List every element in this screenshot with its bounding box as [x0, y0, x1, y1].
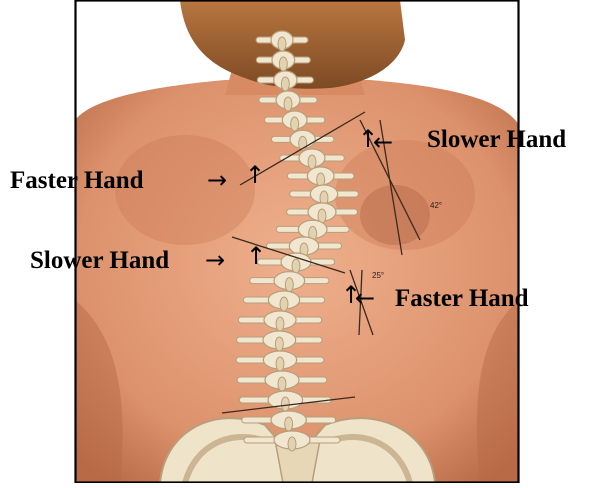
up-arrow-mid-left: ↑ [246, 244, 266, 268]
right-arrow-top-left: → [207, 168, 227, 192]
left-arrow-mid-right: ← [355, 286, 375, 310]
slower-hand-label-top: Slower Hand [427, 127, 566, 152]
faster-hand-label-mid: Faster Hand [395, 286, 529, 311]
upper-angle-label: 42° [430, 201, 442, 210]
up-arrow-top-left: ↑ [245, 163, 265, 187]
lower-angle-label: 25° [372, 271, 384, 280]
faster-hand-label-top: Faster Hand [10, 168, 144, 193]
left-arrow-top-right: ← [373, 130, 393, 154]
right-arrow-mid-left: → [205, 248, 225, 272]
slower-hand-label-mid: Slower Hand [30, 248, 169, 273]
